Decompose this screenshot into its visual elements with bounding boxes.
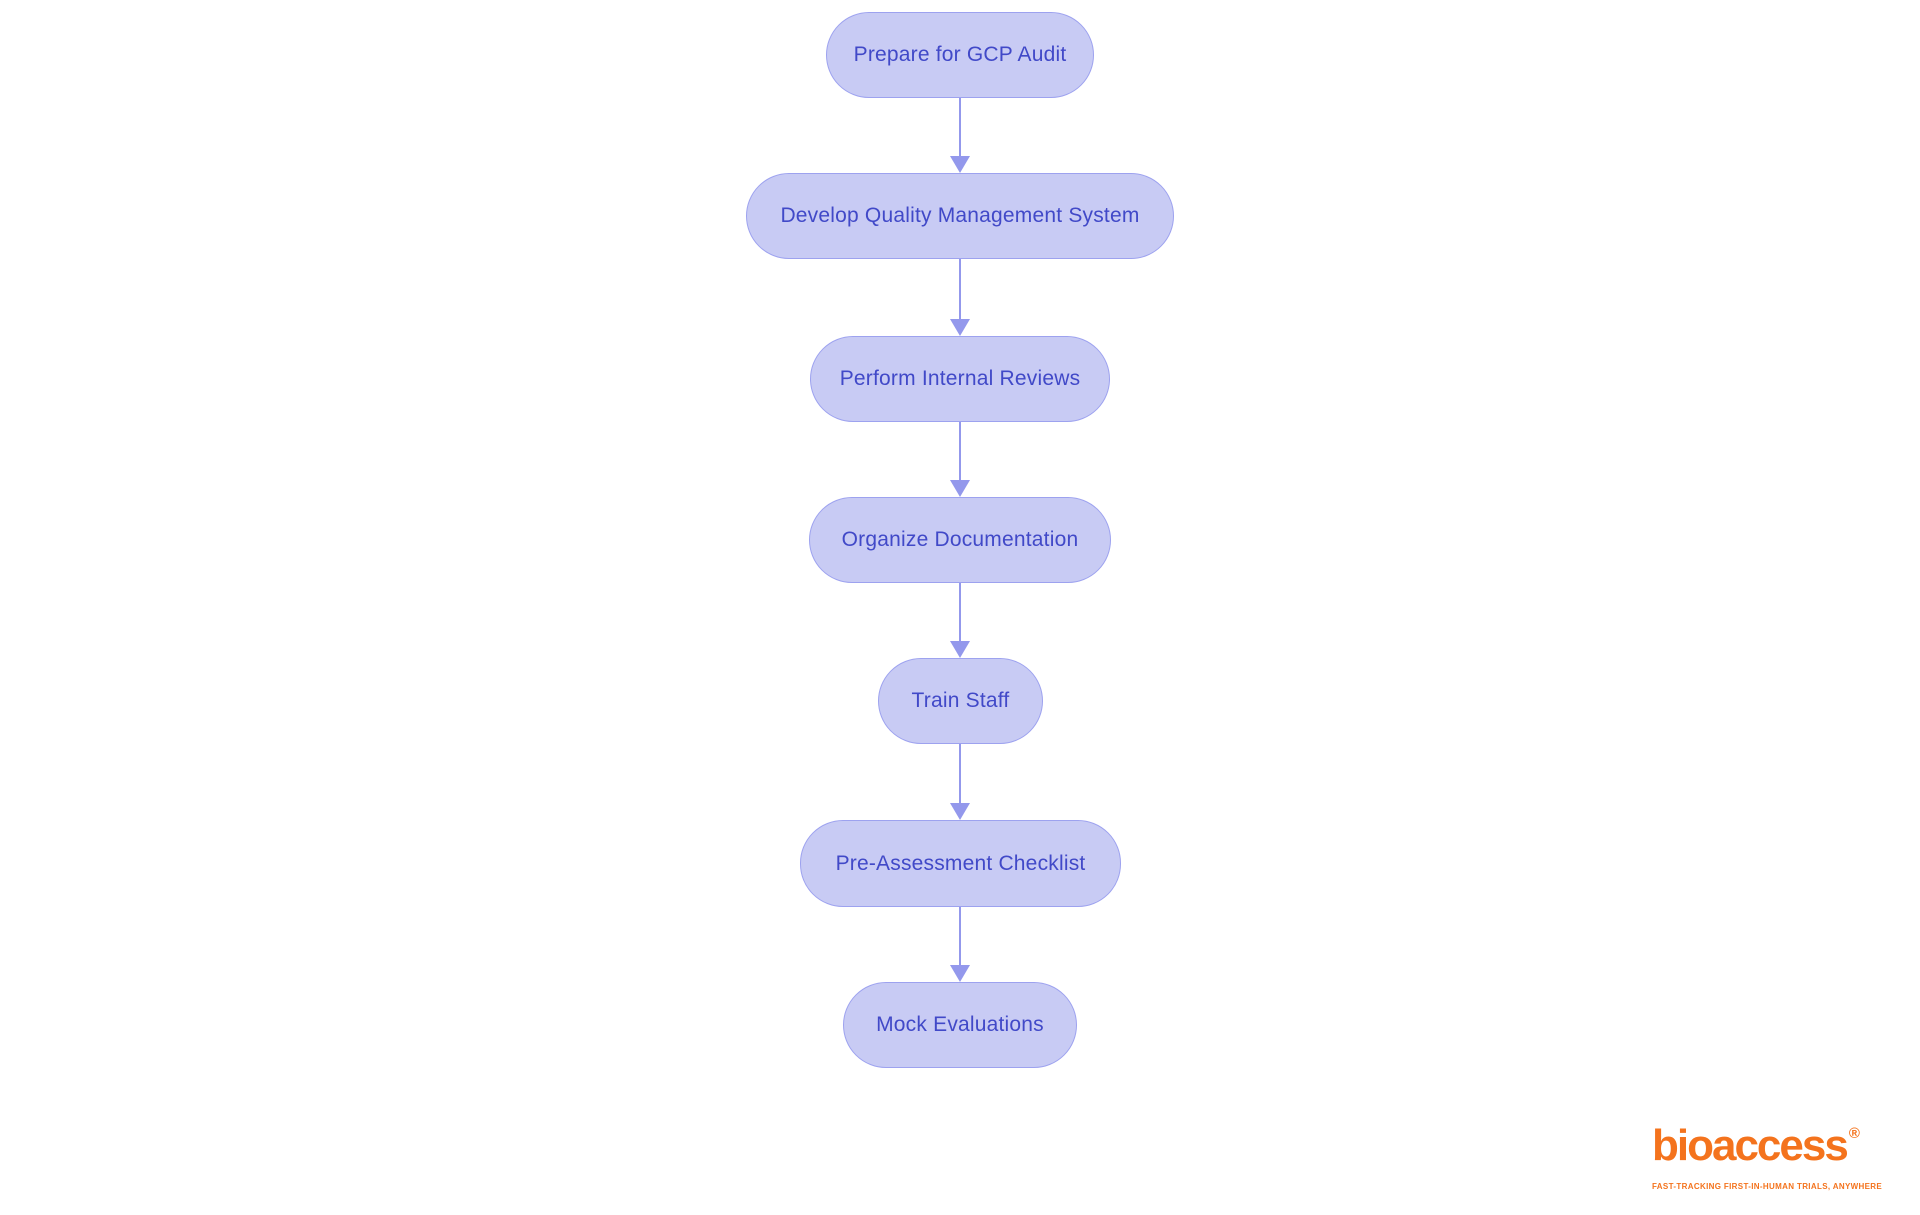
flow-node-label: Perform Internal Reviews [839,367,1081,390]
flow-node-label: Pre-Assessment Checklist [835,851,1086,875]
arrowhead-down-icon [950,319,970,336]
flow-node-develop-quality-management-system: Develop Quality Management System [746,173,1174,259]
arrow-connector-1 [950,98,970,173]
arrow-line [958,744,962,803]
flow-node-organize-documentation: Organize Documentation [809,497,1111,583]
flow-node-mock-evaluations: Mock Evaluations [843,982,1077,1068]
registered-trademark-icon: ® [1848,1125,1860,1142]
flow-node-label: Prepare for GCP Audit [853,43,1067,66]
arrowhead-down-icon [950,803,970,820]
arrowhead-down-icon [950,965,970,982]
flow-node-prepare-for-gcp-audit: Prepare for GCP Audit [826,12,1094,98]
flow-node-label: Mock Evaluations [876,1013,1044,1036]
flow-node-label: Develop Quality Management System [780,204,1140,227]
arrowhead-down-icon [950,156,970,173]
bioaccess-wordmark-text: bioaccess [1652,1121,1849,1170]
arrowhead-down-icon [950,480,970,497]
arrow-connector-6 [950,907,970,982]
bioaccess-wordmark: bioaccess® [1652,1124,1882,1178]
arrowhead-down-icon [950,641,970,658]
arrow-line [958,422,962,480]
arrow-connector-2 [950,259,970,336]
flow-node-train-staff: Train Staff [878,658,1043,744]
bioaccess-logo: bioaccess® FAST-TRACKING FIRST-IN-HUMAN … [1652,1124,1882,1191]
bioaccess-tagline: FAST-TRACKING FIRST-IN-HUMAN TRIALS, ANY… [1652,1182,1883,1191]
flow-node-label: Organize Documentation [841,528,1079,551]
arrow-connector-4 [950,583,970,658]
arrow-connector-3 [950,422,970,497]
arrow-line [958,259,962,319]
flow-node-label: Train Staff [911,689,1010,712]
flow-node-perform-internal-reviews: Perform Internal Reviews [810,336,1110,422]
flow-node-pre-assessment-checklist: Pre-Assessment Checklist [800,820,1121,907]
arrow-line [958,907,962,965]
arrow-line [958,98,962,156]
arrow-connector-5 [950,744,970,820]
arrow-line [958,583,962,641]
